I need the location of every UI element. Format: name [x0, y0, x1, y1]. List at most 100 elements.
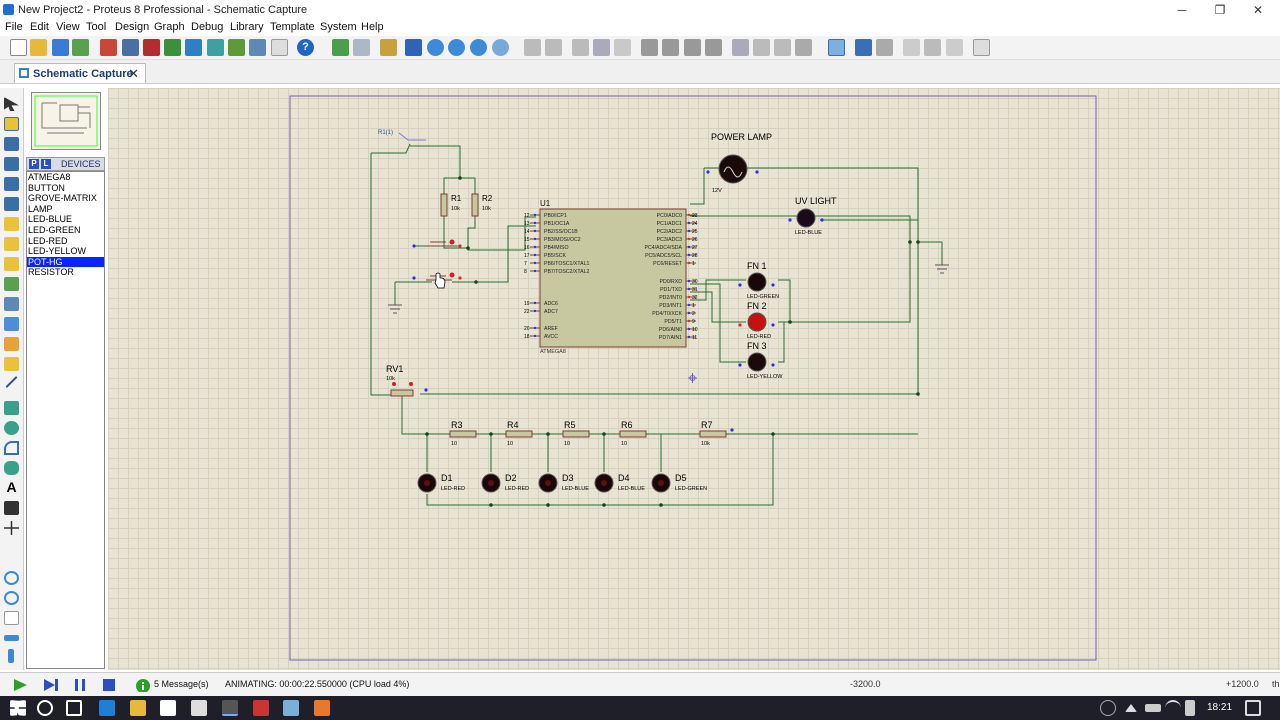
device-item[interactable]: LED-RED	[28, 235, 68, 246]
make-device-icon[interactable]	[753, 39, 770, 56]
mirror-x-icon[interactable]	[4, 635, 19, 641]
step-button-icon[interactable]	[42, 678, 58, 692]
app-orange-icon[interactable]	[314, 700, 330, 716]
taskbar-clock[interactable]: 18:21	[1207, 702, 1233, 713]
messages-count[interactable]: 5 Message(s)	[154, 679, 209, 689]
save-icon[interactable]	[52, 39, 69, 56]
device-item[interactable]: BUTTON	[28, 182, 65, 193]
menu-tool[interactable]: Tool	[86, 21, 107, 33]
menu-template[interactable]: Template	[270, 21, 315, 33]
overview-window[interactable]	[31, 92, 101, 150]
dollar-icon[interactable]	[228, 39, 245, 56]
task-view-icon[interactable]	[66, 700, 82, 716]
wire-label-mode-icon[interactable]	[4, 157, 19, 171]
menu-system[interactable]: System	[320, 21, 357, 33]
property-tool-icon[interactable]	[876, 39, 893, 56]
menu-file[interactable]: File	[5, 21, 23, 33]
import-icon[interactable]	[72, 39, 89, 56]
menu-graph[interactable]: Graph	[154, 21, 185, 33]
copy-icon[interactable]	[593, 39, 610, 56]
redo-icon[interactable]	[545, 39, 562, 56]
fan-1-led[interactable]: FN 1 LED-GREEN	[738, 261, 779, 300]
block-move-icon[interactable]	[662, 39, 679, 56]
proteus-taskbar-icon[interactable]	[222, 700, 238, 716]
play-button-icon[interactable]	[12, 678, 28, 692]
device-item[interactable]: LED-YELLOW	[28, 246, 87, 257]
netlist-icon[interactable]	[973, 39, 990, 56]
action-center-icon[interactable]	[1245, 700, 1261, 716]
menu-help[interactable]: Help	[361, 21, 384, 33]
new-file-icon[interactable]	[10, 39, 27, 56]
terminals-mode-icon[interactable]	[4, 237, 19, 251]
device-item[interactable]: POT-HG	[27, 256, 104, 268]
block-copy-icon[interactable]	[641, 39, 658, 56]
wifi-icon[interactable]	[1165, 700, 1181, 716]
home-icon[interactable]	[100, 39, 117, 56]
packaging-icon[interactable]	[774, 39, 791, 56]
store-icon[interactable]	[160, 700, 176, 716]
mirror-y-icon[interactable]	[8, 649, 14, 663]
subcircuit-mode-icon[interactable]	[4, 217, 19, 231]
3d-view-icon[interactable]	[185, 39, 202, 56]
zoom-out-icon[interactable]	[448, 39, 465, 56]
device-item[interactable]: LED-GREEN	[28, 224, 81, 235]
tab-schematic-capture[interactable]: Schematic Capture ✕	[14, 63, 146, 83]
block-delete-icon[interactable]	[705, 39, 722, 56]
device-item[interactable]: LAMP	[28, 203, 53, 214]
uv-light-led[interactable]: UV LIGHT LED-BLUE	[788, 196, 837, 236]
refresh-icon[interactable]	[332, 39, 349, 56]
path-tool-icon[interactable]	[4, 461, 19, 475]
symbol-tool-icon[interactable]	[4, 501, 19, 515]
pause-button-icon[interactable]	[73, 678, 89, 692]
voltage-probe-icon[interactable]	[4, 337, 19, 351]
code-icon[interactable]	[249, 39, 266, 56]
zoom-in-icon[interactable]	[427, 39, 444, 56]
app-red-icon[interactable]	[253, 700, 269, 716]
block-rotate-icon[interactable]	[684, 39, 701, 56]
bus-mode-icon[interactable]	[4, 197, 19, 211]
close-window-button[interactable]: ✕	[1252, 3, 1264, 17]
circle-tool-icon[interactable]	[4, 421, 19, 435]
device-item[interactable]: ATMEGA8	[28, 172, 71, 182]
paste-icon[interactable]	[614, 39, 631, 56]
virtual-instruments-icon[interactable]	[4, 357, 19, 371]
pcb-icon[interactable]	[143, 39, 160, 56]
search-icon[interactable]	[37, 700, 53, 716]
rotation-angle-input[interactable]	[4, 611, 19, 625]
menu-view[interactable]: View	[56, 21, 80, 33]
box-tool-icon[interactable]	[4, 401, 19, 415]
arc-tool-icon[interactable]	[4, 441, 19, 455]
menu-debug[interactable]: Debug	[191, 21, 224, 33]
device-item[interactable]: RESISTOR	[28, 267, 74, 278]
cut-icon[interactable]	[572, 39, 589, 56]
close-tab-icon[interactable]: ✕	[128, 66, 139, 81]
gerber-icon[interactable]	[164, 39, 181, 56]
app-blue-icon[interactable]	[283, 700, 299, 716]
library-manager-button[interactable]: L	[41, 159, 51, 169]
graph-mode-icon[interactable]	[4, 277, 19, 291]
notes-icon[interactable]	[271, 39, 288, 56]
device-item[interactable]: LED-BLUE	[28, 214, 73, 225]
origin-icon[interactable]	[380, 39, 397, 56]
pan-icon[interactable]	[405, 39, 422, 56]
new-sheet-icon[interactable]	[903, 39, 920, 56]
restore-button[interactable]: ❐	[1214, 3, 1226, 17]
fan-3-led[interactable]: FN 3 LED-YELLOW	[738, 341, 783, 380]
rotate-cw-icon[interactable]	[4, 571, 19, 585]
search-tag-icon[interactable]	[855, 39, 872, 56]
resistor-r2[interactable]: R2 10k	[471, 193, 493, 217]
resistor-r1[interactable]: R1 10k	[440, 193, 462, 217]
schematic-icon[interactable]	[122, 39, 139, 56]
pick-device-button[interactable]: P	[29, 159, 39, 169]
pushbutton-1[interactable]	[412, 239, 462, 248]
component-mode-icon[interactable]	[4, 117, 19, 131]
junction-mode-icon[interactable]	[4, 137, 19, 151]
rotate-ccw-icon[interactable]	[4, 591, 19, 605]
pick-device-icon[interactable]	[732, 39, 749, 56]
